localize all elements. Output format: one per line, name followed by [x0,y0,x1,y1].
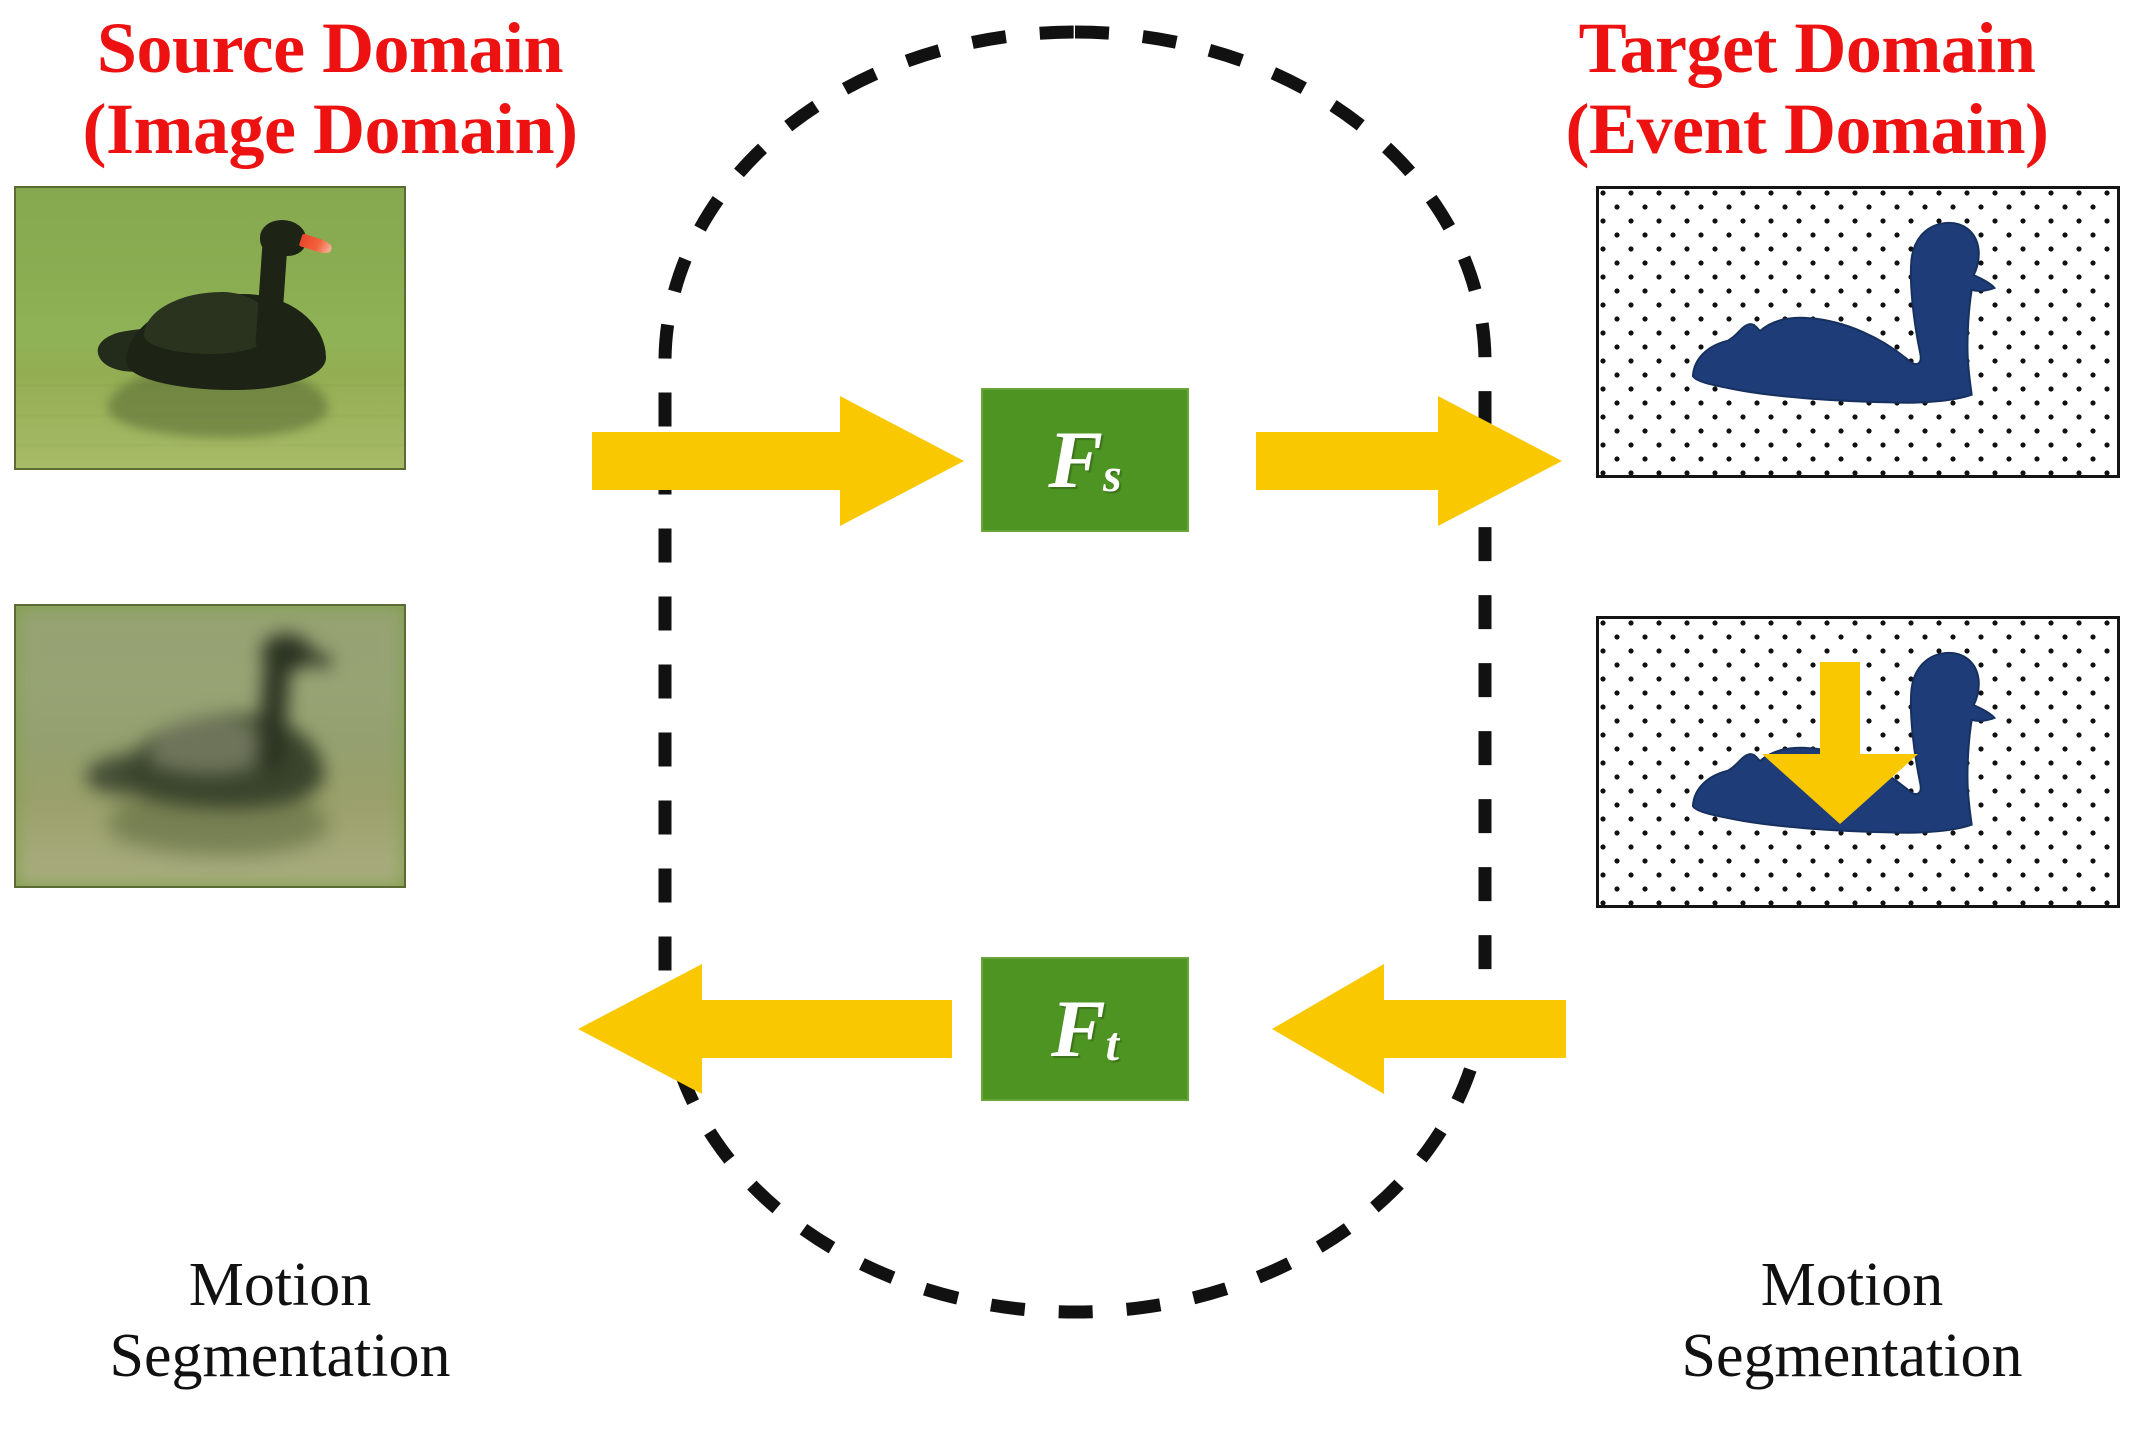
target-image-panel [1596,186,2120,478]
source-domain-title: Source Domain (Image Domain) [82,8,578,169]
swan-head [260,220,306,256]
event-swan-silhouette [1691,221,1997,404]
arrow-fs-to-target [1256,396,1562,526]
arrow-ft-to-source-result [578,964,952,1094]
source-image-panel [14,186,406,470]
arrow-source-to-fs [592,396,964,526]
ft-subscript: t [1105,1018,1120,1071]
ripple-line [16,414,404,417]
blur-wrapper [16,606,404,886]
source-motion-segmentation-caption: Motion Segmentation [109,1251,451,1390]
source-result-panel [14,604,406,888]
fs-subscript: s [1103,449,1122,502]
ft-symbol: F [1050,983,1106,1074]
target-domain-title: Target Domain (Event Domain) [1565,8,2049,169]
swan-head [262,634,312,670]
target-motion-segmentation-caption: Motion Segmentation [1681,1251,2023,1390]
ripple-line [16,836,404,839]
dashed-cycle-outline [655,22,1495,1322]
arrow-result-to-ft [1272,964,1566,1094]
fs-symbol: F [1048,414,1103,505]
arrow-target-to-result [1762,662,1918,824]
event-swan-silhouette [1691,651,1997,834]
ripple-line [16,444,404,447]
